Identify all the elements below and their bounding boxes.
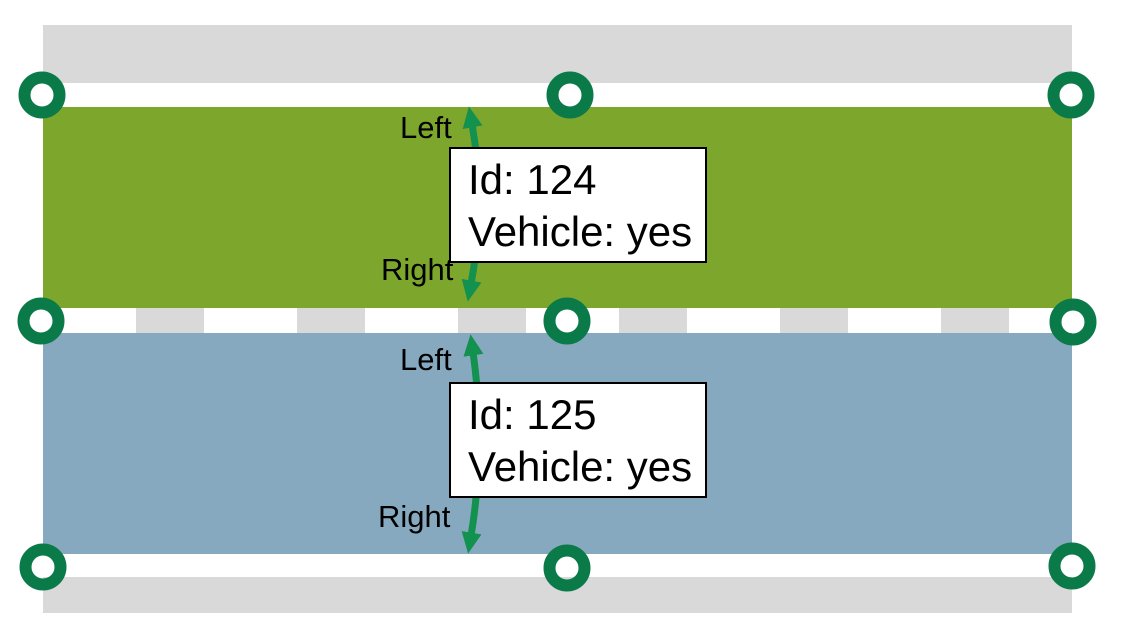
lane-125-id-text: Id: 125	[468, 391, 597, 438]
lane-124-info-box: Id: 124 Vehicle: yes	[449, 147, 707, 263]
lane-124-id-text: Id: 124	[468, 156, 597, 203]
node-marker[interactable]	[18, 71, 66, 119]
node-marker[interactable]	[1049, 298, 1097, 346]
node-marker[interactable]	[1048, 542, 1096, 590]
lane-124-vehicle-text: Vehicle: yes	[468, 208, 693, 255]
lane-124-left-label: Left	[400, 110, 452, 145]
node-marker[interactable]	[543, 544, 591, 592]
lane-125-left-label: Left	[400, 342, 452, 377]
node-marker[interactable]	[1047, 71, 1095, 119]
node-marker[interactable]	[546, 71, 594, 119]
lane-125-info-box: Id: 125 Vehicle: yes	[449, 382, 707, 498]
node-marker[interactable]	[19, 543, 67, 591]
node-marker[interactable]	[543, 297, 591, 345]
lane-125-vehicle-text: Vehicle: yes	[468, 443, 693, 490]
lane-124-right-label: Right	[381, 252, 454, 287]
node-marker[interactable]	[17, 297, 65, 345]
lane-125-right-label: Right	[378, 499, 451, 534]
